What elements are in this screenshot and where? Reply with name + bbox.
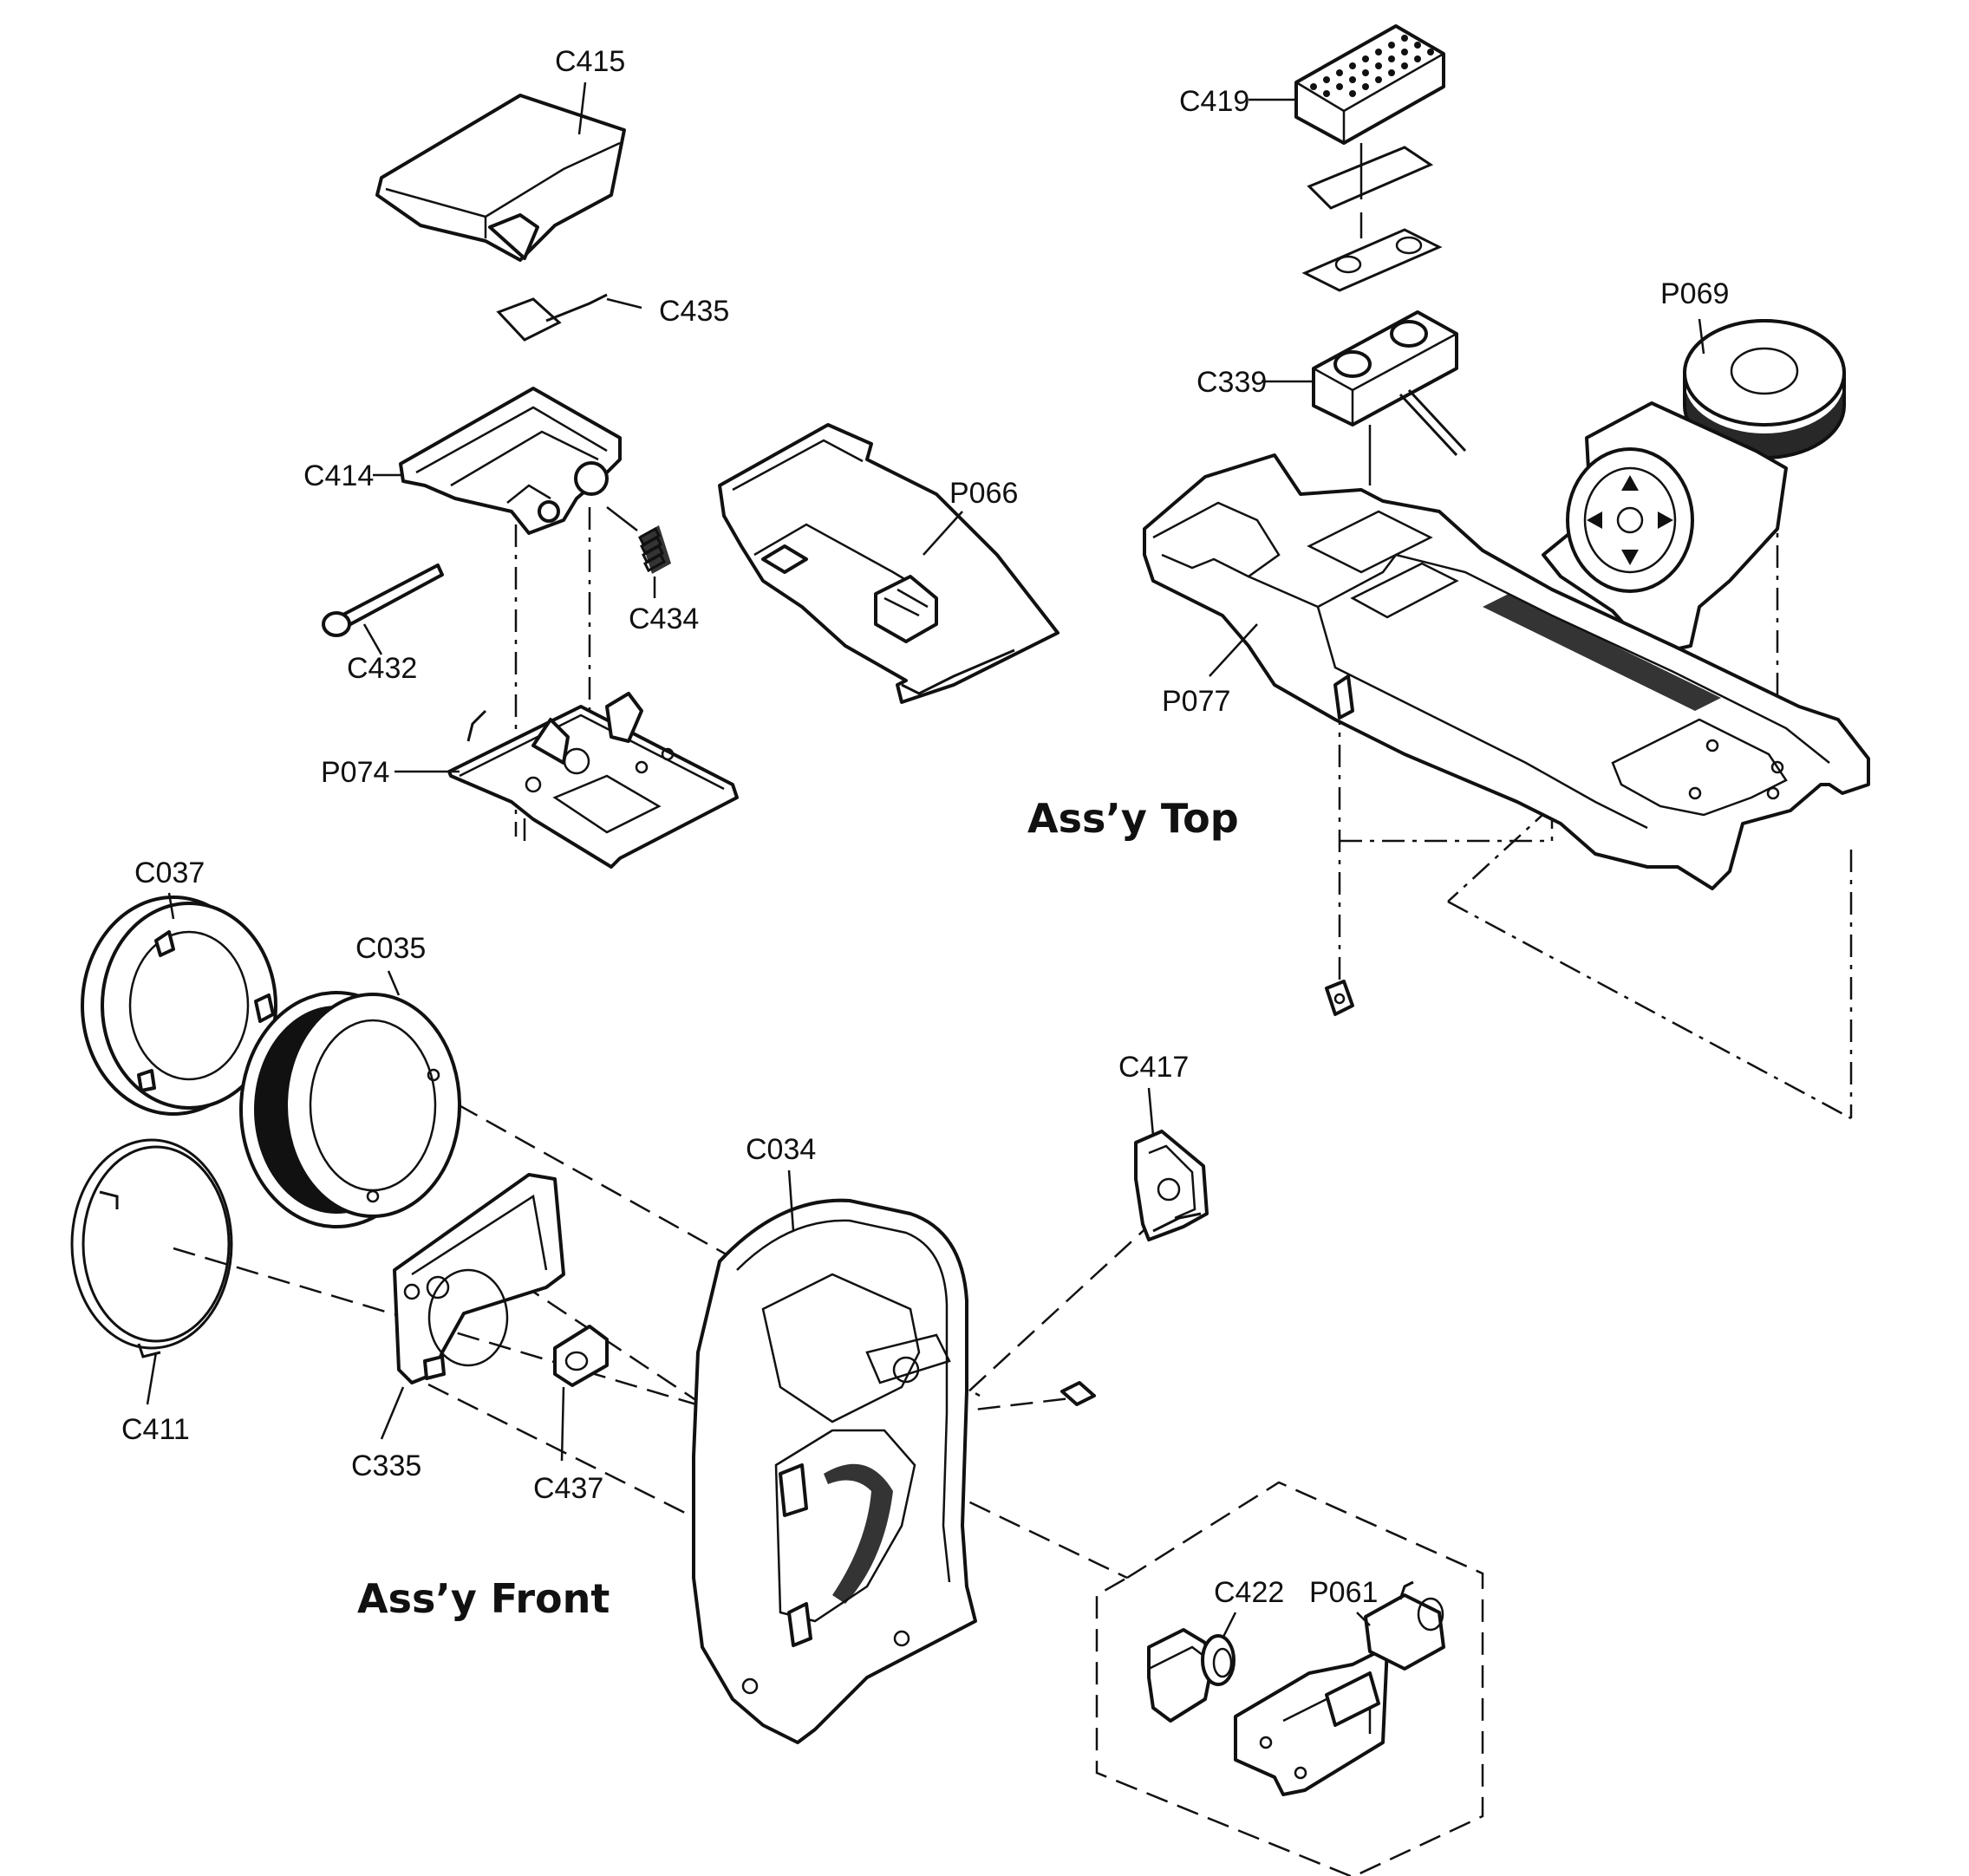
part-c417-bracket <box>1134 1130 1209 1241</box>
label-c435: C435 <box>659 295 729 328</box>
label-c422: C422 <box>1214 1576 1284 1609</box>
part-c335-bracket <box>393 1173 565 1384</box>
part-c419-grille <box>1294 24 1445 292</box>
part-c034-front-shell <box>692 1198 977 1744</box>
label-p066: P066 <box>949 477 1018 510</box>
label-c417: C417 <box>1118 1051 1189 1084</box>
part-small-square <box>1060 1381 1096 1406</box>
label-c411: C411 <box>121 1413 190 1446</box>
part-c035-knurled-ring <box>239 991 461 1228</box>
label-c037: C037 <box>134 857 205 889</box>
label-p077: P077 <box>1162 685 1230 718</box>
label-p069: P069 <box>1660 277 1729 310</box>
label-c437: C437 <box>533 1472 603 1505</box>
label-c339: C339 <box>1196 366 1267 399</box>
label-c415: C415 <box>555 45 625 78</box>
part-p066-flex-board <box>718 423 1059 704</box>
label-c034: C034 <box>746 1133 816 1166</box>
label-c335: C335 <box>351 1449 421 1482</box>
part-c415-cover <box>375 94 626 262</box>
part-labels: C415 C435 C414 C434 C432 P074 P066 C419 … <box>121 45 1729 1609</box>
part-p069-mode-dial <box>1542 319 1846 656</box>
part-p077-top-body <box>1143 453 1870 890</box>
part-small-clip <box>1325 980 1354 1016</box>
part-c435-clip <box>496 293 608 342</box>
part-c037-ring <box>81 896 277 1116</box>
label-p074: P074 <box>321 756 389 789</box>
label-p061: P061 <box>1309 1576 1378 1609</box>
label-c434: C434 <box>629 603 699 635</box>
part-c339-block <box>1312 310 1467 485</box>
part-c434-spring <box>606 506 671 574</box>
assembly-front-title: Ass’y Front <box>357 1575 610 1622</box>
grille-dots <box>1310 35 1434 97</box>
part-c414-housing <box>399 387 622 535</box>
part-c422-p061-subassembly <box>1147 1580 1445 1796</box>
leader-lines <box>146 81 1705 1639</box>
part-p074-plate <box>447 692 739 869</box>
label-c414: C414 <box>303 459 374 492</box>
assembly-top-title: Ass’y Top <box>1027 795 1239 842</box>
label-c419: C419 <box>1179 85 1249 118</box>
label-c432: C432 <box>347 652 417 685</box>
part-c411-thin-ring <box>70 1138 233 1358</box>
part-c432-pin <box>322 563 444 637</box>
label-c035: C035 <box>355 932 426 965</box>
part-c437-latch <box>553 1325 609 1387</box>
